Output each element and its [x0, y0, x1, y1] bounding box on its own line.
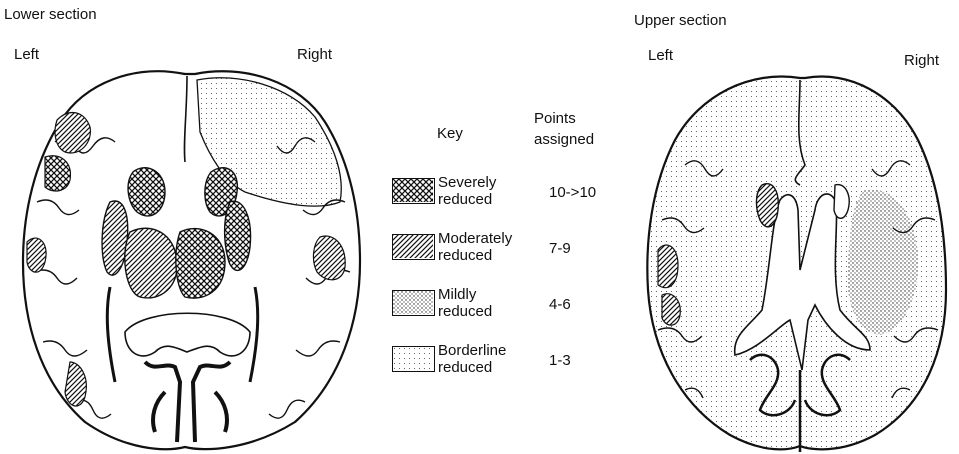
upper-left-moderate-region	[658, 245, 678, 288]
borderline-points: 1-3	[549, 352, 571, 370]
mildly-swatch	[392, 290, 435, 316]
mildly-points: 4-6	[549, 296, 571, 314]
lower-right-thalamus-crosshatch	[176, 229, 225, 299]
lower-posterior-ventricle	[125, 313, 250, 356]
severely-label-line2: reduced	[438, 191, 496, 208]
points-header-line2: assigned	[534, 131, 594, 149]
upper-left-label: Left	[648, 47, 673, 65]
severely-swatch	[392, 178, 435, 204]
upper-section-title: Upper section	[634, 12, 727, 30]
upper-brain-section-diagram	[640, 70, 956, 454]
lower-section-title: Lower section	[4, 6, 97, 24]
lower-left-thalamus-hatch	[125, 228, 177, 298]
upper-left-caudate-hatch	[756, 184, 778, 227]
moderately-label-line2: reduced	[438, 247, 512, 264]
lower-left-frontal-moderate-region	[55, 113, 90, 153]
lower-left-caudate-crosshatch	[128, 168, 165, 216]
upper-right-small-structure	[834, 185, 849, 219]
points-header-line1: Points	[534, 110, 576, 128]
mildly-label-line2: reduced	[438, 303, 492, 320]
moderately-label-line1: Moderately	[438, 230, 512, 247]
severely-label-line1: Severely	[438, 174, 496, 191]
lower-left-temporal-hatch-region	[27, 238, 46, 272]
borderline-label-line1: Borderline	[438, 342, 506, 359]
lower-right-putamen-hatch	[225, 201, 251, 270]
key-title: Key	[437, 125, 463, 143]
mildly-label-line1: Mildly	[438, 286, 492, 303]
borderline-swatch	[392, 346, 435, 372]
moderately-points: 7-9	[549, 240, 571, 258]
borderline-label-line2: reduced	[438, 359, 506, 376]
lower-brain-section-diagram	[15, 62, 375, 454]
moderately-swatch	[392, 234, 435, 260]
upper-right-label: Right	[904, 52, 939, 70]
severely-points: 10->10	[549, 184, 596, 202]
